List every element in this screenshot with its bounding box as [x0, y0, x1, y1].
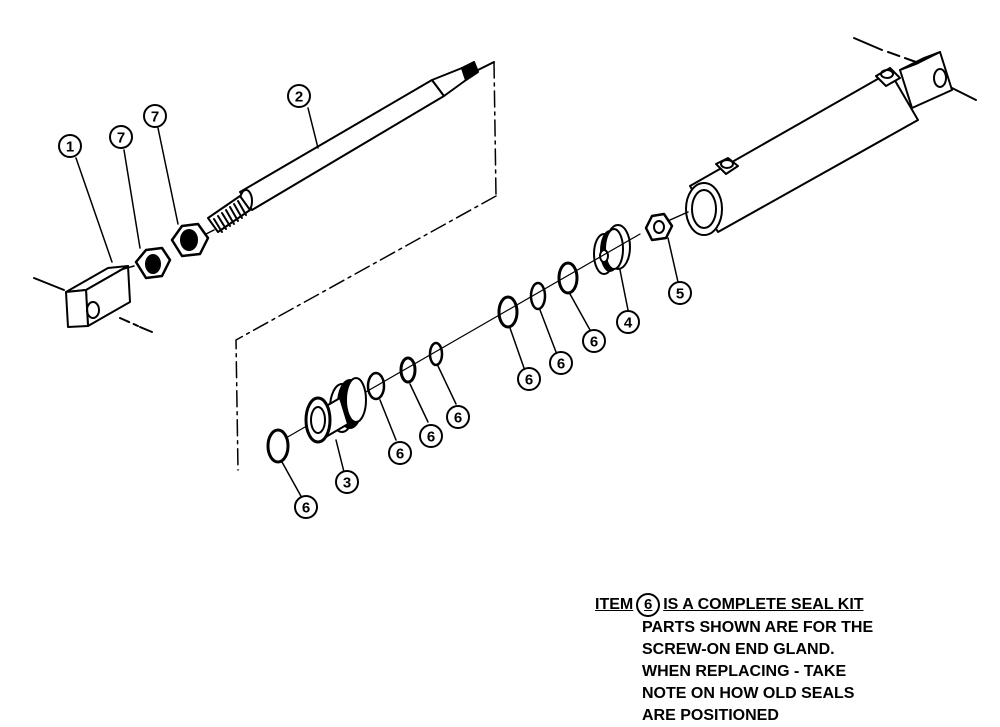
callout-2: 2 [295, 89, 303, 106]
seal-upper-1 [557, 261, 591, 331]
callout-6d: 6 [454, 410, 462, 427]
note-prefix: ITEM [595, 596, 634, 613]
callout-6f: 6 [396, 446, 404, 463]
seal-kit-note: ITEM 6 IS A COMPLETE SEAL KIT PARTS SHOW… [595, 593, 995, 727]
jam-nut-small [123, 149, 172, 280]
note-item-callout: 6 [636, 593, 661, 617]
callout-6f-circle [388, 441, 412, 465]
jam-nut-large [157, 127, 210, 258]
o-ring-c [366, 371, 397, 441]
end-gland [304, 377, 367, 473]
note-line-3: WHEN REPLACING - TAKE [642, 663, 847, 680]
cylinder-barrel [685, 37, 977, 236]
callout-6b: 6 [557, 356, 565, 373]
callout-6c-circle [517, 367, 541, 391]
seal-upper-2 [529, 281, 557, 353]
callout-1-circle [58, 134, 82, 158]
callout-6d-circle [446, 405, 470, 429]
callout-5-circle [668, 281, 692, 305]
o-ring-a [428, 341, 457, 405]
note-heading: ITEM 6 IS A COMPLETE SEAL KIT [595, 593, 995, 617]
callout-2-circle [287, 84, 311, 108]
note-line-4: NOTE ON HOW OLD SEALS [642, 685, 855, 702]
note-line-1: PARTS SHOWN ARE FOR THE [642, 619, 874, 636]
callout-5: 5 [676, 286, 684, 303]
callout-7a-circle [109, 125, 133, 149]
callout-4: 4 [624, 315, 633, 332]
callout-7a: 7 [117, 130, 125, 147]
callout-6g: 6 [302, 500, 310, 517]
callout-6b-circle [549, 351, 573, 375]
callout-6e-circle [419, 424, 443, 448]
callout-6a-circle [582, 329, 606, 353]
callout-6g-circle [294, 495, 318, 519]
callout-6a: 6 [590, 334, 598, 351]
callout-3: 3 [343, 475, 351, 492]
piston-rod [207, 61, 497, 471]
callout-6c: 6 [525, 372, 533, 389]
lock-nut [644, 211, 689, 283]
callout-1: 1 [66, 139, 74, 156]
callout-6e: 6 [427, 429, 435, 446]
seal-upper-3 [497, 295, 525, 369]
callout-7b: 7 [151, 109, 159, 126]
note-line-5: ARE POSITIONED [642, 707, 779, 724]
gland-seal [266, 428, 303, 499]
callout-3-circle [335, 470, 359, 494]
note-line-2: SCREW-ON END GLAND. [642, 641, 835, 658]
rod-end-clevis [33, 157, 153, 333]
callout-4-circle [616, 310, 640, 334]
o-ring-b [399, 356, 429, 423]
callout-7b-circle [143, 104, 167, 128]
note-suffix: IS A COMPLETE SEAL KIT [663, 596, 864, 613]
piston [593, 224, 631, 311]
